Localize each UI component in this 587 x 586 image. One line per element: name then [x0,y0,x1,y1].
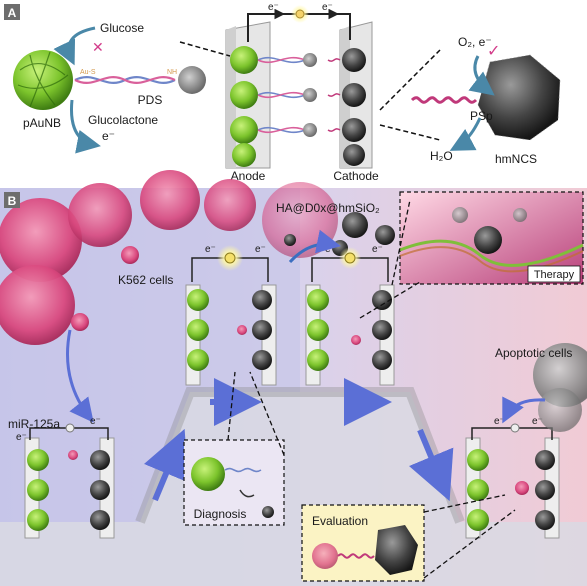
electrode-unit-center-right [305,247,395,386]
oxygen-arrow [468,55,495,96]
circuit-electron-right: e⁻ [322,2,333,13]
drug-delivery-arrow [288,229,341,264]
panel-a: A pAuNB Glucose ✕ Glucolactone e⁻ Au-S N… [0,0,587,185]
zoom-connector [179,41,231,57]
pAuNB-nanoparticle [13,50,73,110]
apoptotic-cells [533,343,587,432]
zoom-connector [359,281,421,319]
panel-b: K562 cells B HA@D0x@hmSiO₂ [0,170,587,586]
check-mark-icon: ✓ [487,43,500,60]
hmNCS-nanoparticle [477,54,561,141]
label-apoptotic: Apoptotic cells [495,346,572,360]
diagnosis-inset [183,439,285,526]
zoom-connector [379,49,441,111]
zoom-connector [249,371,285,456]
water-arrow [449,117,482,151]
glucose-arrow [53,26,96,66]
electrode-unit-center-left [185,245,277,386]
label-glucose: Glucose [100,21,144,35]
label-evaluation: Evaluation [312,514,368,528]
label-diagnosis: Diagnosis [194,507,247,521]
mir-arrow [66,329,94,423]
electron-label: e⁻ [372,244,383,255]
electron-label: e⁻ [532,416,543,427]
zoom-connector [227,371,236,441]
electron-label: e⁻ [494,416,505,427]
label-cathode: Cathode [333,169,379,183]
zoom-connector [379,124,441,141]
silica-nanoparticle [178,66,206,94]
electrode-unit-right [465,423,560,539]
stair-platform [0,378,587,586]
panel-a-label: A [8,6,17,20]
label-hmNCS: hmNCS [495,152,537,166]
electrode-unit-left [24,423,115,539]
zoom-connector [391,199,411,286]
label-nh: NH [167,69,177,76]
electrode-assembly-a [225,5,373,169]
electron-label: e⁻ [16,432,27,443]
k562-cell-cluster [0,170,338,345]
zoom-connector [423,494,506,513]
electron-label: e⁻ [205,244,216,255]
blocked-mark-icon: ✕ [92,39,104,55]
label-psp: PSp [470,109,493,123]
label-therapy: Therapy [534,269,575,281]
electron-label: e⁻ [255,244,266,255]
label-k562: K562 cells [118,273,173,287]
therapy-inset [399,191,584,285]
apoptotic-arrow [502,396,546,424]
psp-helix [410,96,478,104]
label-anode: Anode [231,169,266,183]
label-glucolactone: Glucolactone [88,113,158,127]
circuit-electron-left: e⁻ [268,2,279,13]
label-o2: O₂, e⁻ [458,35,492,49]
label-electron-a: e⁻ [102,129,115,143]
evaluation-inset [301,504,425,582]
panel-b-label: B [8,194,17,208]
panel-b-label-box [4,192,20,208]
label-pAuNB: pAuNB [23,116,61,130]
panel-a-label-box [4,4,20,20]
label-mir125a: miR-125a [8,417,60,431]
electron-label: e⁻ [90,416,101,427]
label-h2o: H₂O [430,149,453,163]
label-au-s: Au-S [80,69,96,76]
label-drug: HA@D0x@hmSiO₂ [276,201,380,215]
zoom-connector [423,509,516,579]
label-pds: PDS [138,93,163,107]
glucolactone-arrow [69,99,101,154]
pds-dna-strand [74,76,176,84]
